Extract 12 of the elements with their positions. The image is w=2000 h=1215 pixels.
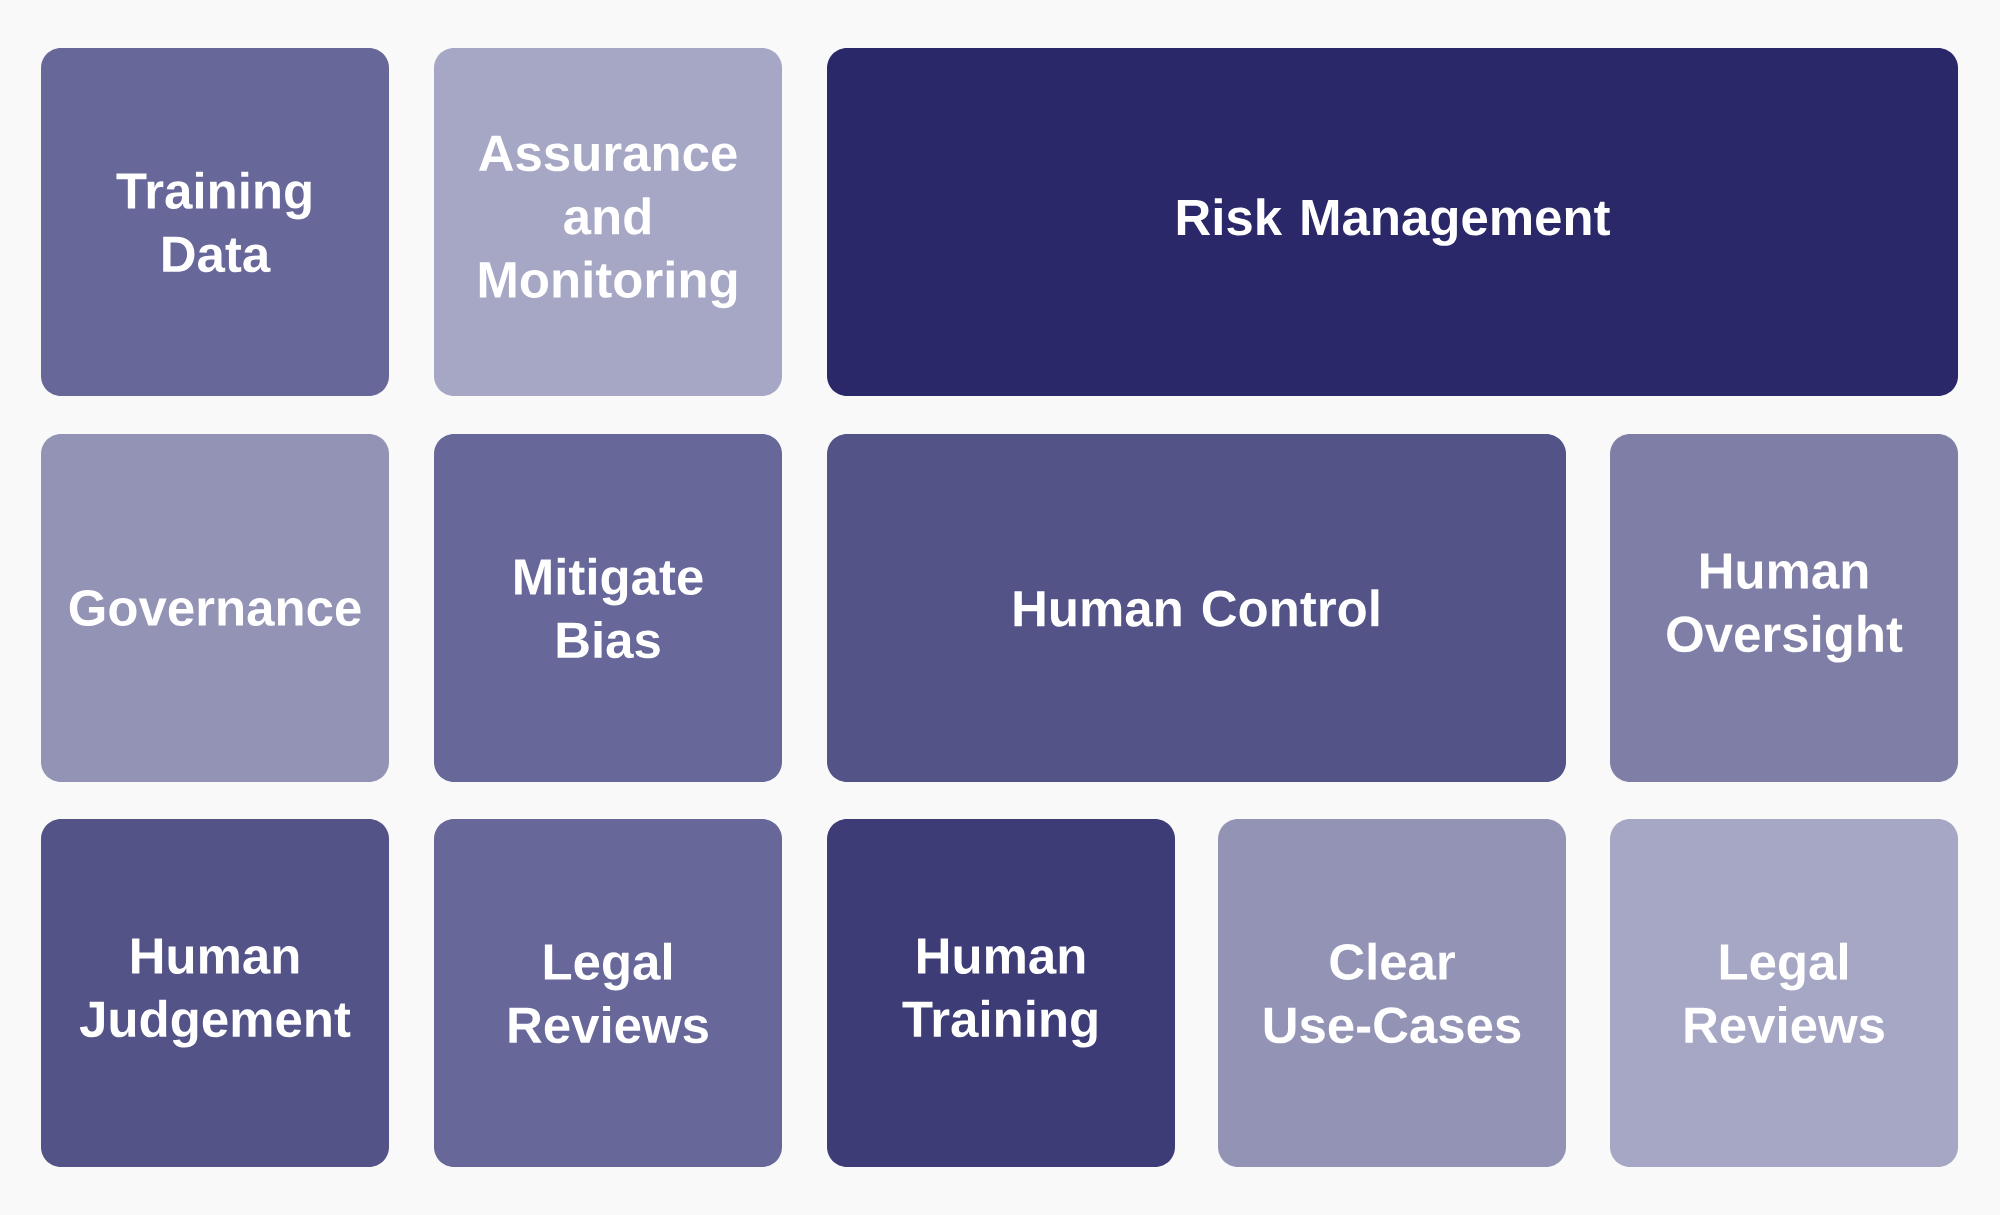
topic-tile: Mitigate Bias	[434, 434, 782, 782]
topic-tile: Legal Reviews	[1610, 819, 1958, 1167]
topic-tile: Governance	[41, 434, 389, 782]
topic-tile: Training Data	[41, 48, 389, 396]
topic-tile: Human Control	[827, 434, 1566, 782]
topic-tile: Assurance and Monitoring	[434, 48, 782, 396]
topic-tile: Risk Management	[827, 48, 1958, 396]
topic-tile: Human Judgement	[41, 819, 389, 1167]
topic-tile: Legal Reviews	[434, 819, 782, 1167]
topic-tile: Human Training	[827, 819, 1175, 1167]
topic-tile: Human Oversight	[1610, 434, 1958, 782]
topic-tile: Clear Use-Cases	[1218, 819, 1566, 1167]
